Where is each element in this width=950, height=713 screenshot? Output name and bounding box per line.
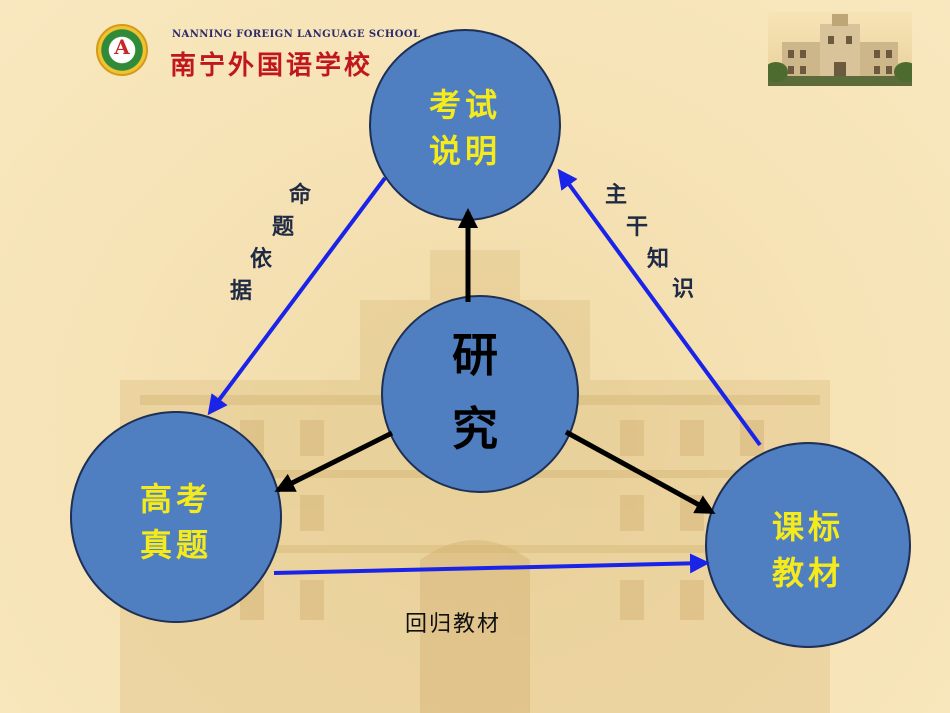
edge-label-char: 依 [249,247,272,272]
node-curriculum-label: 课标 教材 [771,508,844,592]
edge-label-char: 题 [271,215,294,240]
node-past-papers-label: 高考 真题 [139,480,212,564]
building-photo-icon [768,12,912,86]
edge-label-char: 干 [625,215,648,240]
arrow-research-to-papers [274,430,394,493]
edge-label-char: 命 [288,183,311,208]
arrow-exam-to-papers [207,176,387,416]
node-research-label: 研 究 [452,328,498,456]
edge-label-char: 知 [646,247,669,272]
arrow-research-to-curriculum [564,429,716,515]
edge-label-char: 据 [229,279,252,304]
node-exam-guide-label: 考试 说明 [428,86,501,170]
edge-label-char: 主 [604,183,627,208]
node-curriculum [705,442,911,648]
node-research [381,295,579,493]
arrow-curriculum-to-exam [557,168,762,447]
school-name-cn: 南宁外国语学校 [170,51,374,81]
school-name-en: NANNING FOREIGN LANGUAGE SCHOOL [172,29,421,40]
school-logo-icon: A [96,24,148,76]
edge-label-char: 识 [671,277,694,302]
node-past-papers [70,411,282,623]
header: A NANNING FOREIGN LANGUAGE SCHOOL 南宁外国语学… [0,0,950,100]
arrow-papers-to-curriculum [273,553,710,575]
edge-label-return-to-textbook: 回归教材 [405,612,502,637]
